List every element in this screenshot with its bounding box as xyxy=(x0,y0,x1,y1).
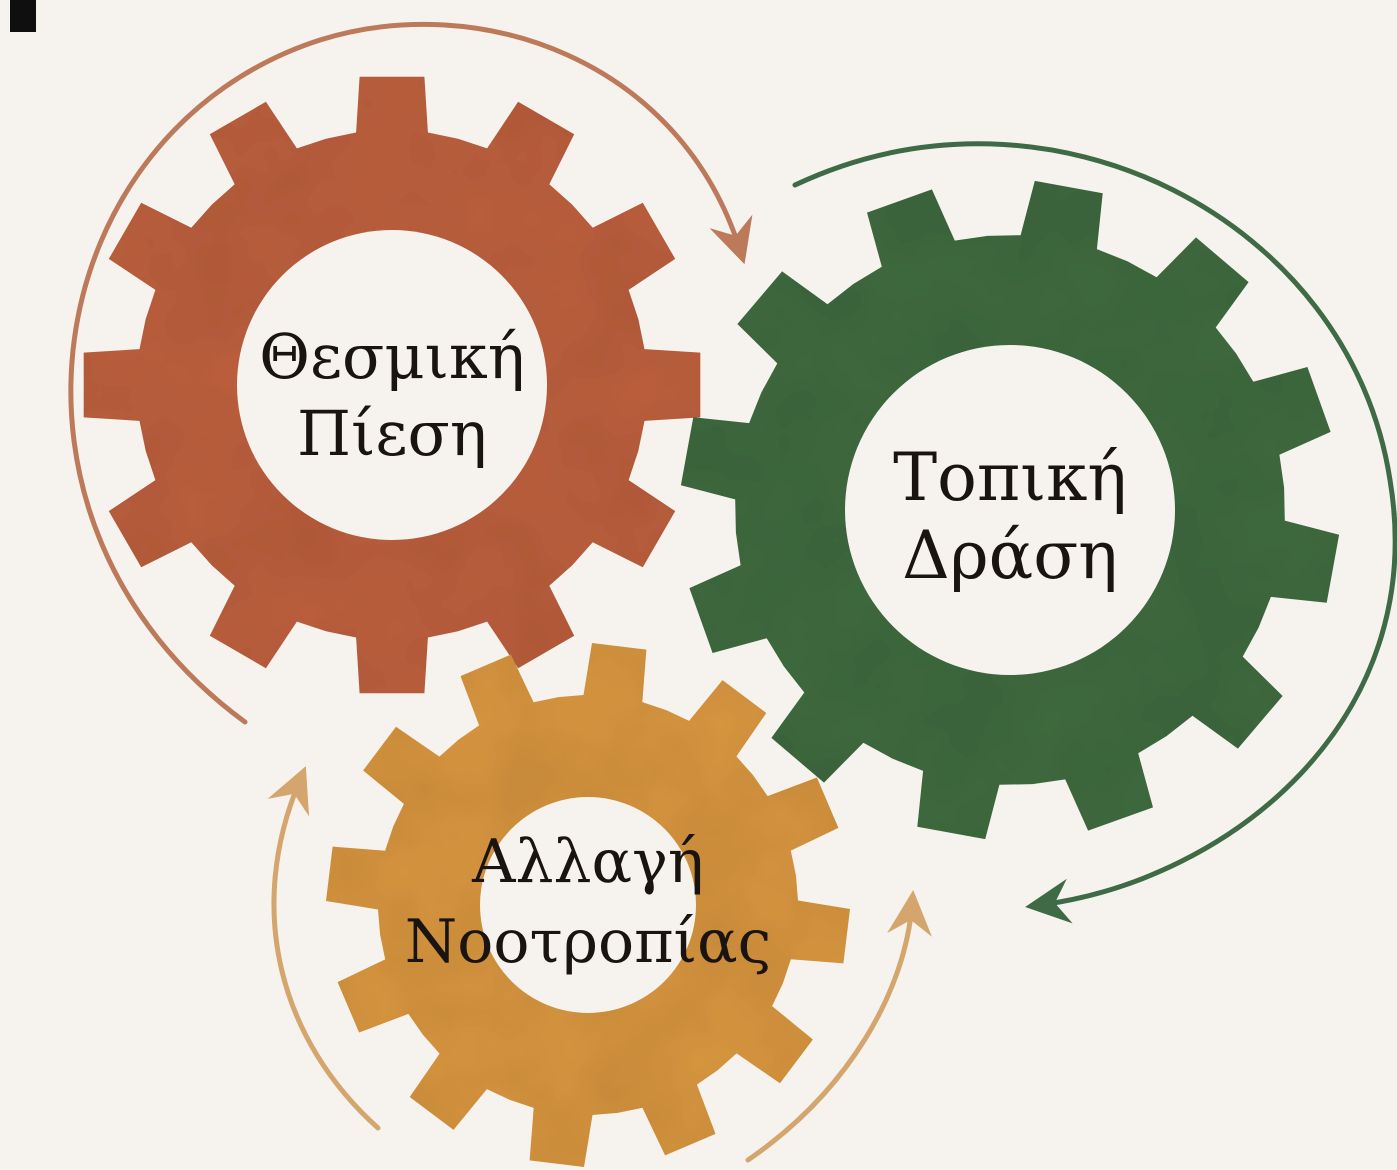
label-institutional-line2: Πίεση xyxy=(297,397,487,470)
gear-institutional-pressure xyxy=(83,76,701,694)
cycle-arrow-local xyxy=(792,141,1397,924)
gear-institutional-hub xyxy=(237,230,547,540)
gear-mindset-hub xyxy=(480,797,696,1013)
label-mindset-line2: Νοοτροπίας xyxy=(405,907,771,977)
label-local-line2: Δράση xyxy=(902,517,1118,594)
gear-mindset-change xyxy=(326,643,850,1167)
gear-local-action xyxy=(680,180,1340,840)
gear-local-hub xyxy=(845,345,1175,675)
label-mindset-line1: Αλλαγή xyxy=(471,827,704,897)
label-institutional-line1: Θεσμική xyxy=(259,320,525,393)
cycle-arrow-mindset-right xyxy=(745,890,932,1163)
cycle-arrow-mindset-left xyxy=(267,766,381,1131)
label-local-line1: Τοπική xyxy=(893,439,1127,516)
cycle-arrow-institutional xyxy=(68,21,753,725)
corner-mark xyxy=(10,0,36,32)
